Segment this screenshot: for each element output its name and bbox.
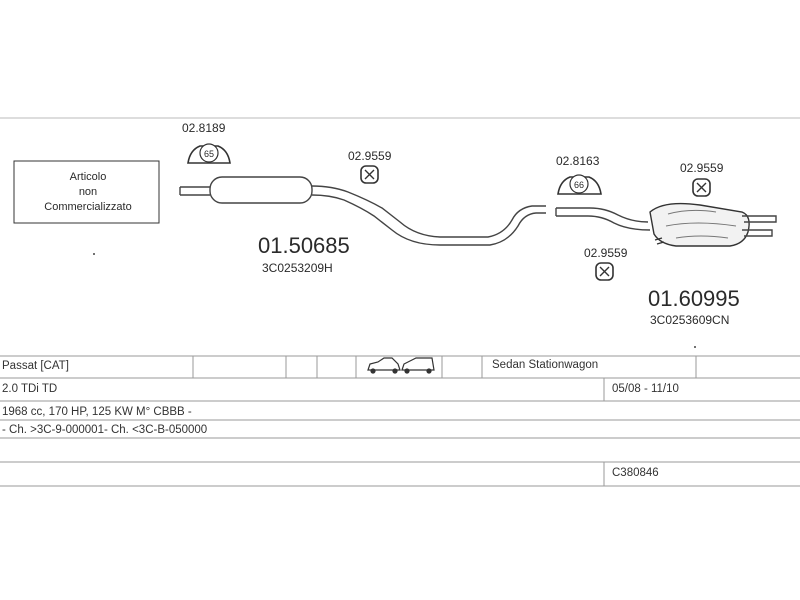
notice-line-1: Articolo [70,171,107,183]
dot-mark [694,346,696,348]
mount-mid[interactable]: 02.9559 [348,149,392,184]
notice-line-3: Commercializzato [44,201,131,213]
car-wagon-icon [401,357,435,374]
mount-mid-code: 02.9559 [348,149,392,163]
not-available-notice: Articolo non Commercializzato [13,160,160,224]
front-pipe-section[interactable] [179,176,546,246]
clamp-rear-size: 66 [574,180,584,190]
clamp-front-size: 65 [204,149,214,159]
clamp-front[interactable]: 02.8189 65 [182,121,231,164]
mount-rear-top[interactable]: 02.9559 [680,161,724,197]
engine-type: 2.0 TDi TD [2,383,58,395]
rear-section-oem: 3C0253609CN [650,313,729,327]
mount-rear-bottom[interactable]: 02.9559 [584,246,628,281]
car-sedan-icon [367,357,401,374]
rear-section-code: 01.60995 [648,286,740,311]
front-section-oem: 3C0253209H [262,261,333,275]
rear-pipe-section[interactable] [555,202,777,247]
dot-mark [93,253,95,255]
reference-code: C380846 [612,467,659,479]
production-period: 05/08 - 11/10 [612,383,679,395]
front-section-code: 01.50685 [258,233,350,258]
mount-rear-top-code: 02.9559 [680,161,724,175]
clamp-rear-code: 02.8163 [556,154,600,168]
body-style: Sedan Stationwagon [492,359,599,371]
chassis-range: - Ch. >3C-9-000001- Ch. <3C-B-050000 [2,424,208,436]
clamp-rear[interactable]: 02.8163 66 [556,154,602,195]
vehicle-model: Passat [CAT] [2,360,69,372]
mount-rear-bottom-code: 02.9559 [584,246,628,260]
clamp-front-code: 02.8189 [182,121,226,135]
notice-line-2: non [79,186,97,198]
engine-specs: 1968 cc, 170 HP, 125 KW M° CBBB - [2,406,192,418]
application-table [0,355,800,487]
